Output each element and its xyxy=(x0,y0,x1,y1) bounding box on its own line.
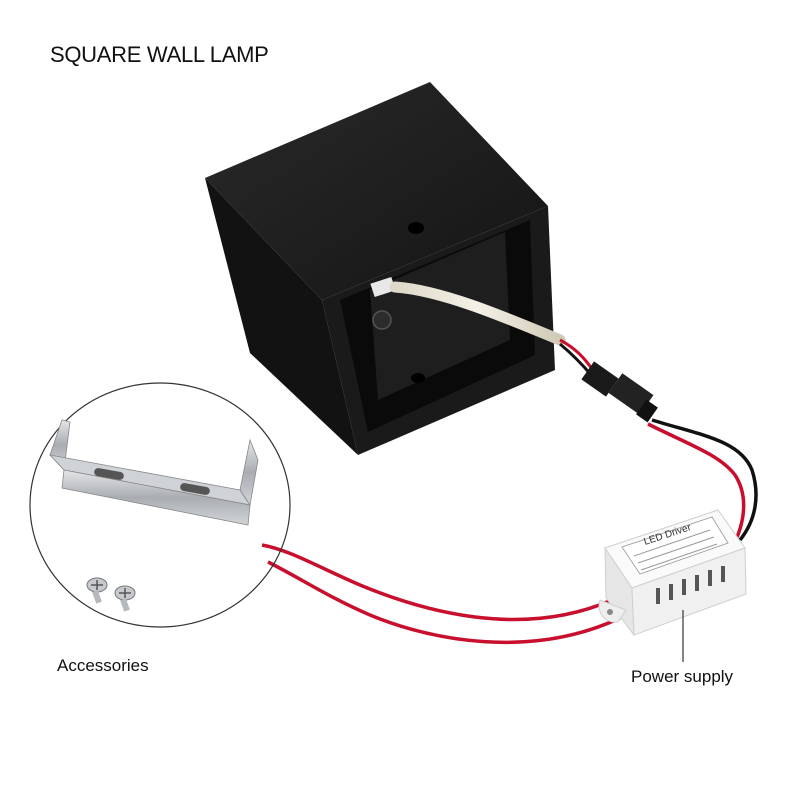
mount-hole-icon xyxy=(408,222,424,234)
accessories-label: Accessories xyxy=(57,656,149,675)
mounting-bracket xyxy=(48,419,259,526)
screws xyxy=(86,577,136,612)
bracket-slot-icon xyxy=(94,468,124,480)
wire-connector xyxy=(581,361,658,423)
page-title: SQUARE WALL LAMP xyxy=(50,42,269,67)
red-wire-out-1 xyxy=(261,543,613,622)
red-wire-out-2 xyxy=(267,560,621,645)
lamp-body xyxy=(205,82,555,455)
red-wire-in xyxy=(647,422,746,543)
power-supply-label: Power supply xyxy=(631,667,734,686)
led-driver: LED Driver xyxy=(598,509,747,637)
screw-icon xyxy=(372,310,392,330)
cable-sleeve xyxy=(389,281,566,346)
accessories-callout xyxy=(29,382,291,628)
black-wire xyxy=(651,418,758,542)
bracket-slot-icon xyxy=(180,483,210,495)
